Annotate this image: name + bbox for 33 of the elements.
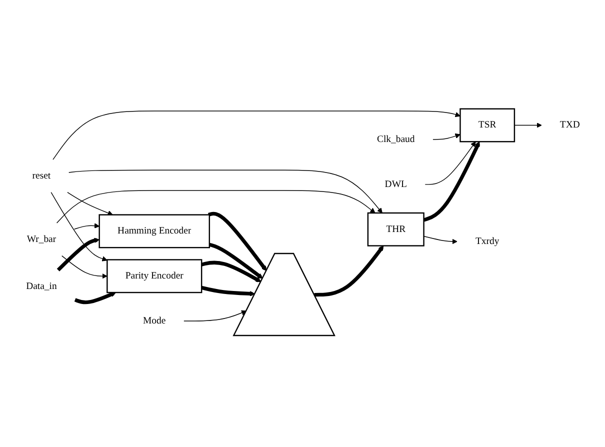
node-text: Wr_bar: [26, 234, 56, 245]
arrow: [514, 122, 542, 128]
node-box: Hamming Encoder: [98, 214, 210, 249]
node-box: THR: [366, 212, 424, 247]
arrow: [56, 190, 375, 224]
arrow: [200, 286, 255, 297]
node-trapezoid: [232, 253, 335, 336]
node-text: DWL: [384, 179, 406, 190]
arrow: [314, 246, 384, 297]
arrow: [66, 192, 112, 216]
arrow: [61, 256, 107, 280]
node-box: Parity Encoder: [106, 259, 202, 294]
arrow: [73, 223, 100, 230]
node-text: Data_in: [26, 281, 56, 292]
arrow: [74, 292, 116, 304]
node-text: Mode: [142, 316, 166, 326]
arrow: [208, 243, 262, 280]
arrow: [68, 170, 382, 214]
node-box: TSR: [459, 108, 515, 143]
arrow: [200, 261, 261, 283]
arrow: [422, 236, 457, 245]
arrow: [50, 192, 107, 262]
arrow: [183, 310, 246, 322]
arrow: [432, 134, 460, 140]
arrow: [422, 142, 480, 222]
node-text: reset: [32, 170, 50, 182]
arrow: [56, 238, 100, 272]
node-text: Txrdy: [474, 236, 499, 247]
arrow: [424, 142, 476, 186]
node-text: TXD: [559, 120, 580, 130]
arrow: [208, 212, 266, 272]
arrow: [52, 110, 460, 160]
node-text: Clk_baud: [376, 134, 414, 145]
